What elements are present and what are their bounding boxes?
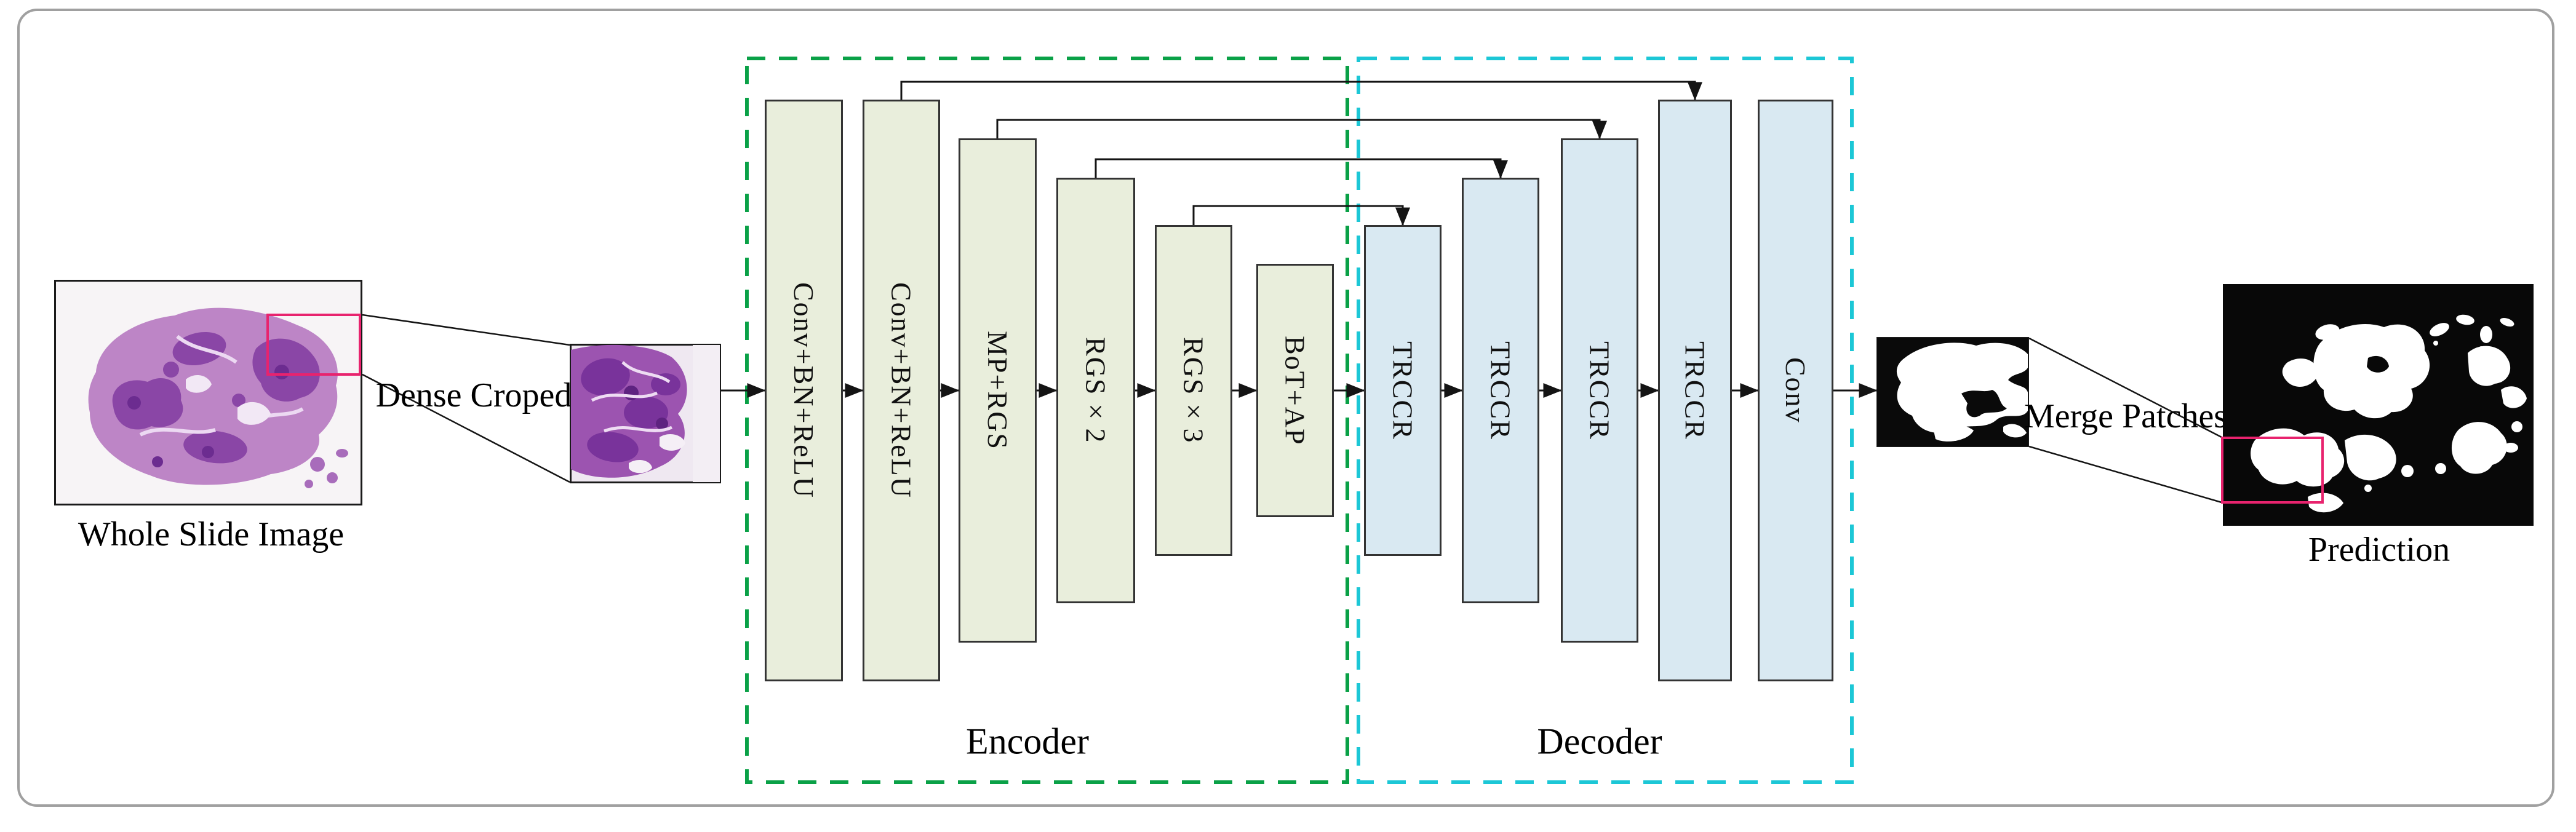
figure-frame [17, 9, 2554, 807]
encoder-block-1-conv-bn-relu: Conv+BN+ReLU [765, 100, 843, 681]
decoder-label: Decoder [1537, 721, 1662, 762]
decoder-block-4-trccr: TRCCR [1658, 100, 1732, 681]
skip-connection-3 [1095, 158, 1508, 179]
decoder-block-2-trccr: TRCCR [1462, 178, 1539, 603]
prediction-image [2223, 284, 2534, 526]
skip-connection-2 [996, 119, 1607, 140]
wsi-image [54, 280, 362, 505]
merge-patches-label: Merge Patches [2024, 397, 2228, 435]
decoder-block-1-trccr: TRCCR [1364, 225, 1442, 556]
crop-guide-line-1 [362, 314, 570, 346]
encoder-block-4-rgs-2: RGS×2 [1056, 178, 1135, 603]
encoder-label: Encoder [966, 721, 1089, 762]
decoder-block-5-conv: Conv [1758, 100, 1833, 681]
wsi-roi-rect [266, 314, 361, 376]
crop-guide-line-2 [362, 373, 570, 483]
prediction-roi-rect [2221, 437, 2324, 504]
dense-crop-label: Dense Croped [375, 376, 572, 414]
encoder-dashed-box [745, 57, 1349, 784]
skip-connection-4 [1192, 205, 1410, 226]
prediction-label: Prediction [2308, 531, 2450, 569]
encoder-block-3-mp-rgs: MP+RGS [959, 138, 1037, 643]
crop-guide-line-3 [2028, 337, 2222, 438]
mask-patch-image [1876, 337, 2029, 447]
encoder-block-2-conv-bn-relu: Conv+BN+ReLU [863, 100, 940, 681]
cropped-patch-image [570, 344, 721, 483]
skip-connection-1 [900, 81, 1702, 101]
crop-guide-line-4 [2028, 445, 2222, 504]
encoder-block-6-bot-ap: BoT+AP [1256, 264, 1334, 517]
decoder-block-3-trccr: TRCCR [1561, 138, 1638, 643]
encoder-block-5-rgs-3: RGS×3 [1155, 225, 1232, 556]
wsi-label: Whole Slide Image [78, 515, 345, 553]
